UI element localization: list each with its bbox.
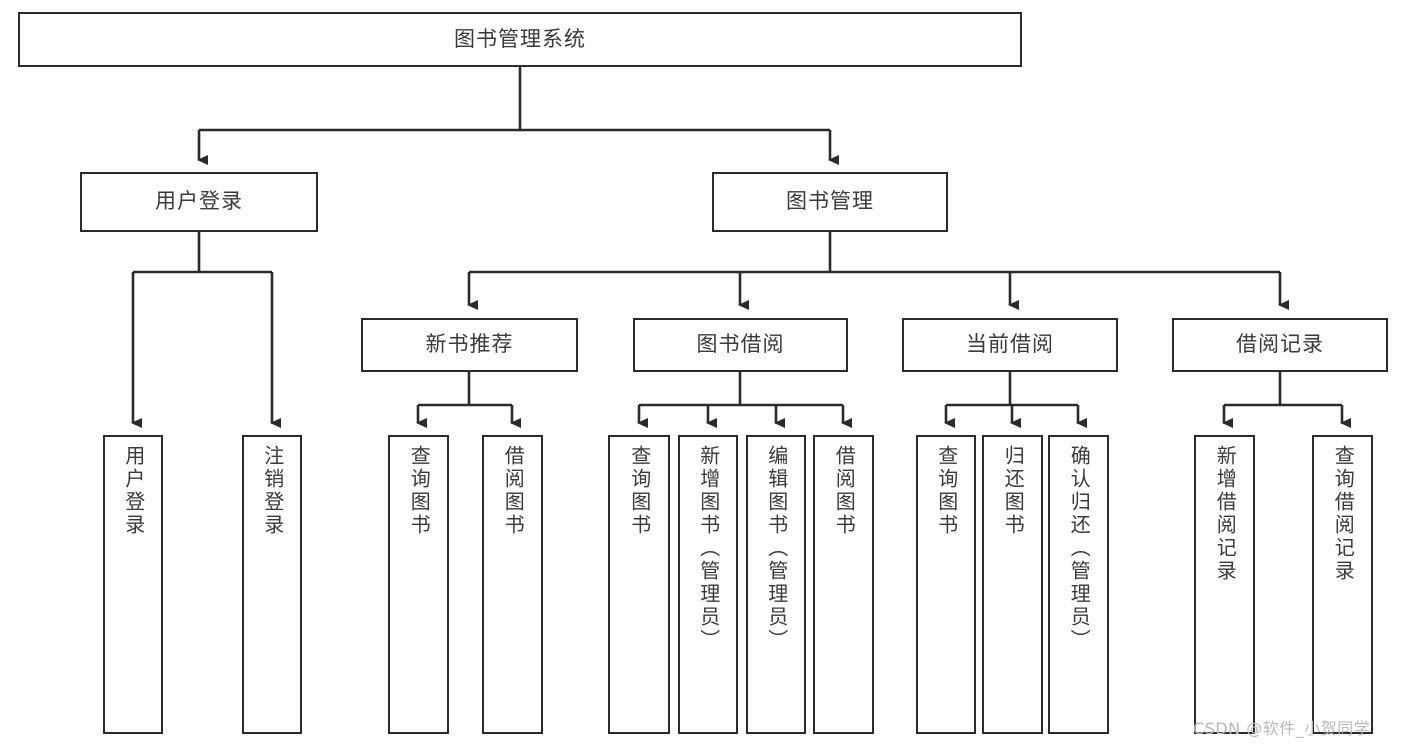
node-user-login[interactable]: 用户登录	[80, 172, 318, 232]
leaf-query-book-recommend[interactable]: 查询图书	[388, 435, 449, 734]
node-label: 新增借阅记录	[1213, 445, 1238, 583]
node-borrow-record[interactable]: 借阅记录	[1172, 318, 1388, 372]
node-label: 借阅图书	[501, 445, 526, 537]
leaf-add-book-admin[interactable]: 新增图书（管理员）	[678, 435, 738, 734]
node-label: 查询借阅记录	[1331, 445, 1356, 583]
node-root-book-management-system[interactable]: 图书管理系统	[18, 12, 1022, 67]
node-label: 借阅图书	[832, 445, 857, 537]
node-label: 编辑图书（管理员）	[764, 445, 789, 652]
leaf-edit-book-admin[interactable]: 编辑图书（管理员）	[746, 435, 806, 734]
node-label: 借阅记录	[1236, 332, 1324, 357]
node-label: 查询图书	[627, 445, 652, 537]
leaf-borrow-book-recommend[interactable]: 借阅图书	[482, 435, 543, 734]
node-label: 归还图书	[1001, 445, 1026, 537]
csdn-watermark: CSDN @软件_小贺同学	[1193, 719, 1371, 738]
leaf-query-book-current[interactable]: 查询图书	[916, 435, 976, 734]
node-label: 查询图书	[934, 445, 959, 537]
node-book-management[interactable]: 图书管理	[712, 172, 948, 232]
node-label: 新增图书（管理员）	[696, 445, 721, 652]
node-label: 确认归还（管理员）	[1067, 445, 1092, 652]
leaf-query-book-borrow[interactable]: 查询图书	[608, 435, 670, 734]
leaf-borrow-book[interactable]: 借阅图书	[813, 435, 874, 734]
leaf-user-login[interactable]: 用户登录	[103, 435, 163, 734]
node-label: 当前借阅	[966, 332, 1054, 357]
leaf-query-borrow-record[interactable]: 查询借阅记录	[1312, 435, 1373, 734]
node-label: 用户登录	[121, 445, 146, 537]
node-label: 查询图书	[407, 445, 432, 537]
leaf-add-borrow-record[interactable]: 新增借阅记录	[1194, 435, 1255, 734]
node-label: 新书推荐	[425, 332, 514, 357]
node-label: 用户登录	[155, 189, 243, 214]
node-label: 图书借阅	[696, 332, 785, 357]
node-label: 图书管理	[786, 189, 874, 214]
leaf-confirm-return-admin[interactable]: 确认归还（管理员）	[1048, 435, 1109, 734]
leaf-return-book[interactable]: 归还图书	[982, 435, 1043, 734]
node-label: 注销登录	[260, 445, 285, 537]
node-label: 图书管理系统	[454, 26, 586, 51]
leaf-logout-login[interactable]: 注销登录	[242, 435, 302, 734]
node-new-book-recommend[interactable]: 新书推荐	[361, 318, 578, 372]
node-book-borrow[interactable]: 图书借阅	[633, 318, 848, 372]
node-current-borrow[interactable]: 当前借阅	[902, 318, 1118, 372]
